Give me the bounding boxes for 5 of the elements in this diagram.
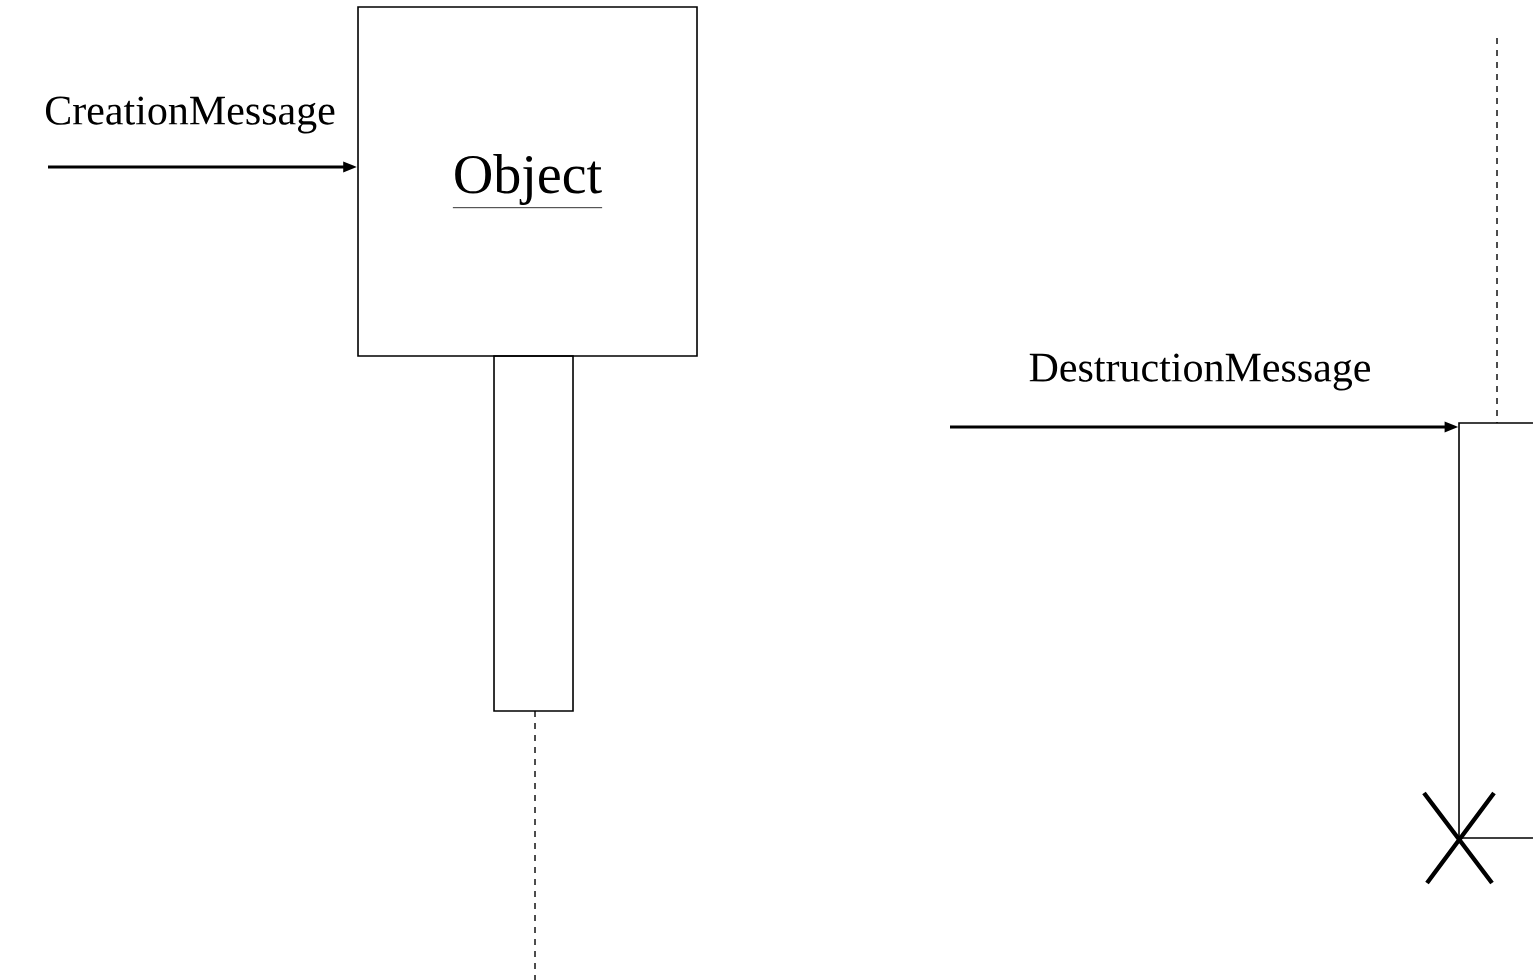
activation-box [493, 355, 574, 712]
edge-label: DestructionMessage [1026, 351, 1374, 393]
edge-label: CreationMessage [42, 94, 338, 136]
object-box: Object [357, 6, 698, 357]
activation-box [1458, 422, 1533, 839]
